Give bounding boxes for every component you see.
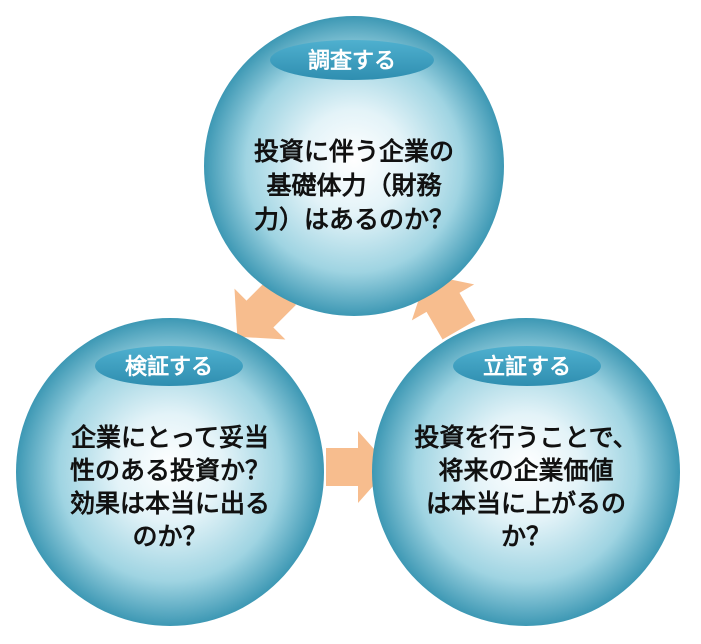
circle-verify: 検証する 企業にとって妥当 性のある投資か？ 効果は本当に出る のか？ bbox=[16, 318, 324, 626]
circle-label: 調査する bbox=[308, 48, 396, 74]
circle-text-line: のか？ bbox=[132, 522, 207, 551]
pill-background bbox=[453, 346, 601, 386]
circle-text-line: 投資に伴う企業の bbox=[254, 137, 454, 166]
circle-text-line: か？ bbox=[501, 522, 551, 551]
circle-text-line: 企業にとって妥当 bbox=[71, 423, 269, 452]
sphere-investigate bbox=[204, 16, 504, 316]
label-pill-prove: 立証する bbox=[453, 346, 601, 386]
circle-text-line: 力）はあるのか？ bbox=[254, 205, 454, 234]
circle-text-line: 基礎体力（財務 bbox=[266, 171, 442, 200]
circle-text-line: 性のある投資か？ bbox=[70, 456, 270, 485]
circle-prove: 立証する 投資を行うことで、 将来の企業価値 は本当に上がるの か？ bbox=[372, 318, 680, 626]
sphere-verify bbox=[16, 318, 324, 626]
label-pill-investigate: 調査する bbox=[270, 40, 434, 80]
circle-text-line: 将来の企業価値 bbox=[438, 456, 613, 485]
circle-label: 検証する bbox=[125, 354, 213, 380]
label-pill-verify: 検証する bbox=[95, 346, 243, 386]
circle-label: 立証する bbox=[483, 354, 571, 380]
circle-text-line: は本当に上がるの bbox=[426, 489, 626, 518]
circle-text-line: 投資を行うことで、 bbox=[414, 423, 637, 452]
circle-text-line: 効果は本当に出る bbox=[70, 489, 270, 518]
sphere-prove bbox=[372, 318, 680, 626]
pill-background bbox=[270, 40, 434, 80]
circle-investigate: 調査する 投資に伴う企業の 基礎体力（財務 力）はあるのか？ bbox=[204, 16, 504, 316]
pill-background bbox=[95, 346, 243, 386]
